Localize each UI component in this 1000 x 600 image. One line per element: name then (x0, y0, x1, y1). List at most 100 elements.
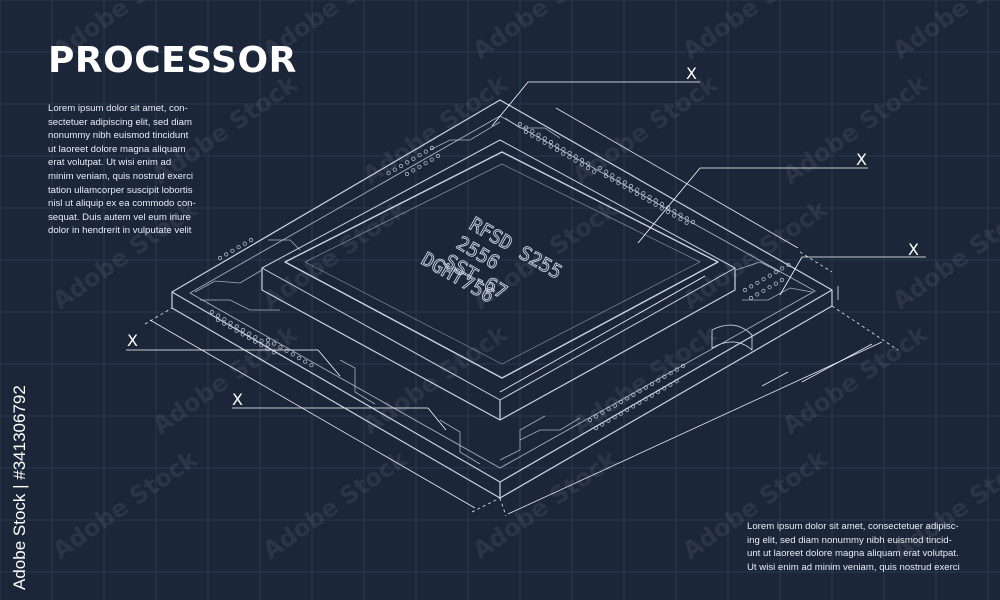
contact-pad (662, 374, 667, 379)
contact-pad (517, 121, 523, 127)
contact-pad (680, 363, 686, 369)
watermark-text: Adobe Stock (147, 319, 303, 440)
trace-bottom-2 (519, 417, 581, 441)
corner-notch (711, 324, 753, 351)
contact-pad (631, 404, 636, 409)
contact-pad (761, 288, 766, 293)
contact-pad (604, 169, 609, 174)
trace-top-2 (504, 117, 561, 139)
watermark-text: Adobe Stock (887, 0, 1000, 65)
contact-pad (278, 345, 283, 350)
contact-pad (672, 209, 677, 214)
callout-line-bottom-left (232, 407, 447, 431)
contact-pad (587, 417, 593, 423)
callout-line-mid-right (637, 167, 868, 244)
contact-pad (222, 317, 227, 322)
contact-pad (780, 266, 785, 271)
contact-pad (567, 150, 572, 155)
callout-x-right: X (908, 240, 919, 259)
stock-id-label: Adobe Stock | #341306792 (10, 385, 29, 590)
contact-pad (272, 341, 277, 346)
trace-bottom-1 (439, 419, 481, 465)
contact-pad (579, 162, 584, 167)
callout-x-mid-right: X (856, 150, 867, 169)
callout-line-top (491, 81, 700, 127)
contact-pad (618, 411, 623, 416)
contact-pad (622, 184, 627, 189)
trace-right-2 (735, 261, 781, 273)
contact-pad (404, 171, 410, 177)
contact-pad (398, 163, 404, 169)
watermark-text: Adobe Stock (777, 69, 933, 190)
contact-pad (773, 281, 778, 286)
contact-pad (603, 173, 609, 179)
callout-labels: X X X X X (127, 64, 919, 409)
callout-line-center (499, 275, 706, 393)
contact-pad (247, 331, 252, 336)
contact-pad (573, 154, 578, 159)
contact-pad (678, 217, 683, 222)
contact-pads (209, 121, 791, 431)
watermark-text: Adobe Stock (567, 69, 723, 190)
trace-left-2 (200, 299, 280, 311)
contact-pad (684, 216, 689, 221)
contact-pad (635, 187, 640, 192)
contact-pad (690, 219, 696, 225)
contact-pad (600, 410, 605, 415)
contact-pad (786, 262, 791, 267)
contact-pad (659, 206, 664, 211)
contact-pad (548, 144, 553, 149)
trace-bottom-3 (499, 415, 546, 461)
watermark-text: Adobe Stock (47, 444, 203, 565)
contact-pad (625, 396, 630, 401)
contact-pad (612, 415, 617, 420)
contact-pad (265, 346, 270, 351)
contact-pad (610, 173, 615, 178)
contact-pad (662, 386, 667, 391)
contact-pad (593, 425, 599, 431)
contact-pad (597, 165, 603, 171)
heat-spreader-right-side (499, 268, 736, 421)
dimension-bottom-right-tick-a (831, 305, 899, 351)
contact-pad (655, 389, 661, 395)
contact-pad (656, 378, 661, 383)
contact-pad (246, 335, 252, 341)
trace-left-4 (339, 359, 376, 405)
contact-pad (755, 292, 760, 297)
contact-pad (228, 320, 233, 325)
contact-pad (647, 199, 652, 204)
contact-pad (616, 181, 621, 186)
contact-pad (755, 280, 760, 285)
contact-pad (643, 397, 648, 402)
page-title: PROCESSOR (48, 40, 297, 81)
contact-pad (628, 183, 634, 189)
contact-pad (392, 167, 397, 172)
contact-pad (215, 317, 221, 323)
callout-x-left: X (127, 331, 138, 350)
callout-line-right (779, 256, 926, 296)
watermark-text: Adobe Stock (467, 0, 623, 65)
contact-pad (253, 335, 258, 340)
dimension-bottom-right-tick-b (499, 497, 507, 517)
watermark-text: Adobe Stock (357, 319, 513, 440)
contact-pad (542, 140, 547, 145)
contact-pad (668, 382, 673, 387)
contact-pad (761, 277, 766, 282)
contact-pad (240, 332, 245, 337)
contact-pad (672, 213, 677, 218)
contact-pad (653, 202, 658, 207)
contact-pad (222, 321, 227, 326)
contact-pad (641, 195, 646, 200)
trace-right-1 (742, 287, 813, 301)
circuit-traces (194, 117, 813, 465)
contact-pad (228, 325, 233, 330)
watermark-text: Adobe Stock (257, 444, 413, 565)
contact-pad (411, 156, 416, 161)
contact-pad (653, 198, 658, 203)
contact-pad (242, 241, 247, 246)
watermark-text: Adobe Stock (887, 194, 1000, 315)
contact-pad (616, 176, 621, 181)
contact-pad (622, 180, 627, 185)
contact-pad (265, 337, 271, 343)
contact-pad (579, 157, 585, 163)
